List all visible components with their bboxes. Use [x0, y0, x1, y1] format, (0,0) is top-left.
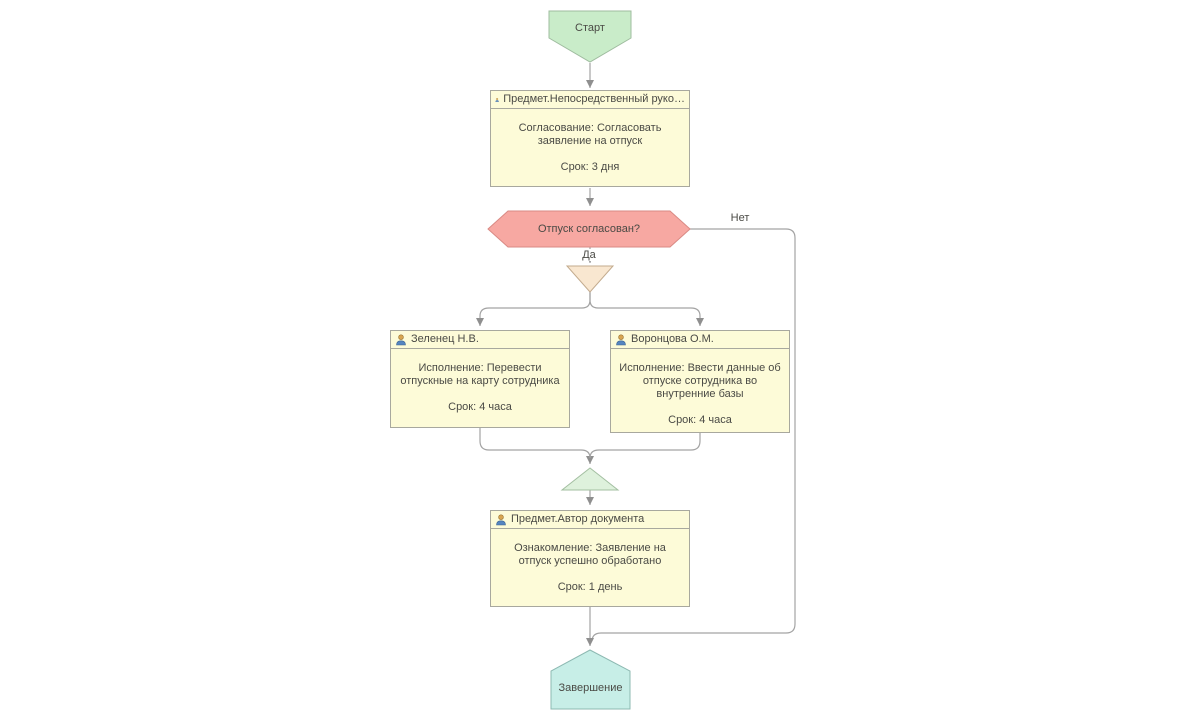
- split-node-shape[interactable]: [565, 265, 615, 293]
- task-deadline: Срок: 4 часа: [448, 401, 512, 413]
- task-action: Исполнение: Перевести отпускные на карту…: [400, 362, 560, 387]
- task-transfer[interactable]: Зеленец Н.В. Исполнение: Перевести отпус…: [390, 330, 570, 428]
- task-performer: Предмет.Автор документа: [511, 513, 645, 525]
- task-transfer-header: Зеленец Н.В.: [391, 331, 569, 349]
- connector-data-entry-to-join: [589, 433, 701, 459]
- task-data-entry[interactable]: Воронцова О.М. Исполнение: Ввести данные…: [610, 330, 790, 433]
- task-data-entry-header: Воронцова О.М.: [611, 331, 789, 349]
- condition-node-shape[interactable]: [487, 210, 691, 248]
- task-action: Ознакомление: Заявление на отпуск успешн…: [514, 542, 666, 567]
- task-deadline: Срок: 1 день: [557, 581, 623, 593]
- task-deadline: Срок: 3 дня: [560, 161, 620, 173]
- person-icon: [616, 333, 626, 345]
- task-notify-header: Предмет.Автор документа: [491, 511, 689, 529]
- person-icon: [396, 333, 406, 345]
- task-action: Исполнение: Ввести данные об отпуске сот…: [619, 362, 781, 400]
- task-data-entry-body: Исполнение: Ввести данные об отпуске сот…: [611, 349, 789, 427]
- task-transfer-body: Исполнение: Перевести отпускные на карту…: [391, 349, 569, 414]
- person-icon: [495, 97, 499, 102]
- task-deadline: Срок: 4 часа: [668, 414, 732, 426]
- task-performer: Зеленец Н.В.: [411, 333, 479, 345]
- task-approval-header: Предмет.Непосредственный руко…: [491, 91, 689, 109]
- task-approval[interactable]: Предмет.Непосредственный руко… Согласова…: [490, 90, 690, 187]
- end-node-shape[interactable]: [550, 649, 631, 710]
- task-notify-body: Ознакомление: Заявление на отпуск успешн…: [491, 529, 689, 594]
- task-notify[interactable]: Предмет.Автор документа Ознакомление: За…: [490, 510, 690, 607]
- connector-split-to-data-entry: [589, 292, 704, 326]
- task-performer: Предмет.Непосредственный руко…: [503, 93, 685, 105]
- person-icon: [496, 513, 506, 525]
- task-performer: Воронцова О.М.: [631, 333, 714, 345]
- task-approval-body: Согласование: Согласовать заявление на о…: [491, 109, 689, 174]
- connector-transfer-to-join: [479, 428, 594, 464]
- connector-condition-no: [591, 228, 796, 641]
- task-action: Согласование: Согласовать заявление на о…: [518, 122, 662, 147]
- start-node-shape[interactable]: [548, 10, 632, 63]
- join-node-shape[interactable]: [560, 467, 620, 491]
- connector-split-to-transfer: [476, 292, 591, 326]
